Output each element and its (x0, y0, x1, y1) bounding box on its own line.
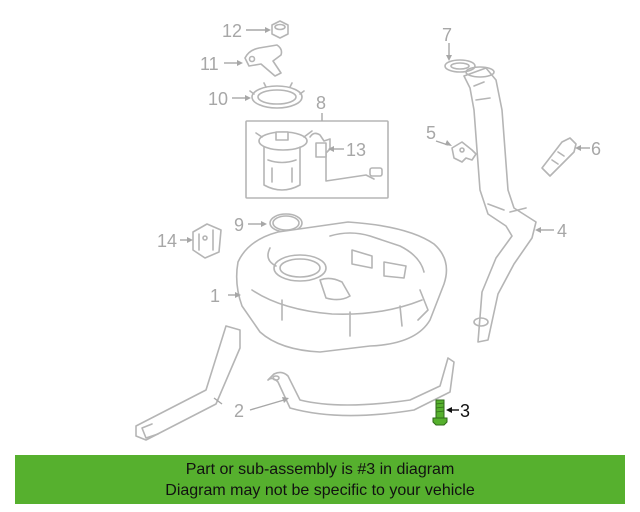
part-3-bolt[interactable] (432, 399, 448, 426)
part-11-bracket[interactable] (244, 44, 283, 77)
leader-3-arrow (446, 407, 452, 413)
leader-2-arrow (282, 397, 289, 403)
callout-10[interactable]: 10 (208, 89, 228, 109)
leader-4-arrow (535, 227, 541, 233)
part-10-lock-ring[interactable] (249, 82, 305, 109)
part-2-tank-straps[interactable] (135, 325, 455, 441)
leader-6-arrow (575, 145, 581, 151)
part-12-nut[interactable] (271, 20, 289, 39)
leader-12-arrow (265, 27, 271, 33)
callout-14[interactable]: 14 (157, 231, 177, 251)
part-5-clip[interactable] (451, 141, 477, 163)
leader-11-arrow (237, 60, 243, 66)
part-6-hose-clip[interactable] (541, 137, 577, 177)
callout-9[interactable]: 9 (234, 215, 244, 235)
callout-6[interactable]: 6 (591, 139, 601, 159)
part-1-fuel-tank[interactable] (235, 221, 448, 353)
leader-13-arrow (328, 146, 334, 152)
banner-line-part-number: Part or sub-assembly is #3 in diagram (185, 461, 455, 478)
callout-1[interactable]: 1 (210, 286, 220, 306)
callout-3[interactable]: 3 (460, 401, 470, 421)
leader-9-arrow (261, 221, 267, 227)
part-8-fuel-pump-module[interactable] (245, 120, 389, 199)
part-4-filler-pipe[interactable] (463, 66, 537, 343)
info-banner: Part or sub-assembly is #3 in diagram Di… (15, 455, 625, 504)
leader-5-arrow (445, 140, 452, 146)
callout-8[interactable]: 8 (316, 93, 326, 113)
callout-12[interactable]: 12 (222, 21, 242, 41)
callout-11[interactable]: 11 (200, 54, 219, 74)
callout-7[interactable]: 7 (442, 25, 452, 45)
leader-10-arrow (245, 95, 251, 101)
part-7-filler-cap-seal[interactable] (444, 59, 476, 73)
callout-13[interactable]: 13 (346, 140, 366, 160)
part-14-bracket[interactable] (192, 223, 222, 259)
parts-diagram: 12 11 10 8 13 9 (135, 20, 601, 441)
leader-14-arrow (187, 237, 193, 243)
part-13-fuel-level-sender[interactable] (309, 132, 383, 182)
leader-1-arrow (235, 292, 241, 298)
leader-2 (249, 399, 285, 411)
leader-7-arrow (446, 55, 452, 61)
callout-4[interactable]: 4 (557, 221, 567, 241)
banner-line-disclaimer: Diagram may not be specific to your vehi… (165, 482, 475, 499)
callout-2[interactable]: 2 (234, 401, 244, 421)
leader-2b (213, 397, 223, 405)
callout-5[interactable]: 5 (426, 123, 436, 143)
